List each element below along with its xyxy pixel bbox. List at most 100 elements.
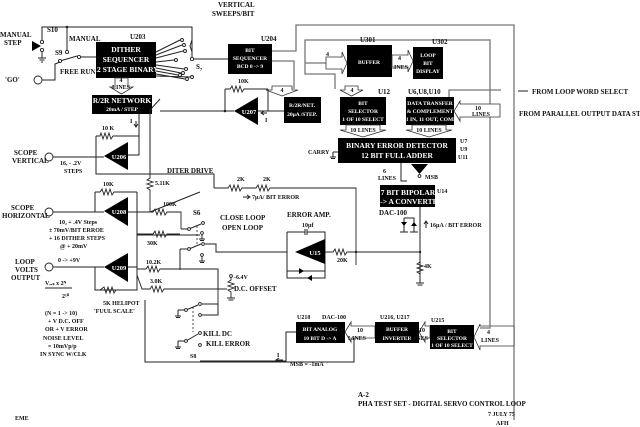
s10-contact-2[interactable] [39,47,45,53]
parallel-output-bus [453,99,501,123]
bus-lines-label: LINES [378,176,397,182]
s9-contact-manual[interactable] [64,49,70,55]
current-arrow-icon [243,194,251,200]
bit-selector-u12-block [340,97,386,125]
u203-line2: SEQUENCER [103,55,150,64]
r2r2-line1: R/2R/NET. [289,103,316,109]
loop-volts-label-1: LOOP [15,258,36,266]
open-loop-label: OPEN LOOP [222,224,264,232]
drawing-author: AFH [496,421,509,427]
scope-vertical-terminal[interactable] [44,152,54,162]
scope-horizontal-terminal[interactable] [44,207,54,217]
u207-amplifier [234,97,258,125]
u215-input-wire [480,160,491,329]
detector-line2: 12 BIT FULL ADDER [361,151,433,160]
dc-offset-supply-node [229,274,233,278]
r2r-network-block [92,95,152,114]
manual-step-pushbutton-icon[interactable] [32,41,41,51]
u215-line1: BIT [447,329,457,335]
u12-ref: U12 [378,88,391,96]
u204-ref: U204 [261,35,277,43]
loop-volts-output-terminal[interactable] [44,262,54,272]
u204-line2: SEQUENCER [233,56,268,62]
loop-volts-label-2: VOLTS [15,266,38,274]
u218-line2: 10 BIT D -> A [304,336,337,342]
diode-icon [401,222,407,226]
u216-ref: U216, U217 [380,315,410,321]
carry-label: CARRY [308,150,330,156]
bit-analog-dac-block [296,322,345,343]
formula-denominator: 2¹⁰ [62,293,70,300]
s9-contact-freerun[interactable] [76,54,82,60]
close-loop-label: CLOSE LOOP [220,214,266,222]
go-input-terminal[interactable] [33,75,43,85]
s7-contact[interactable] [189,56,195,62]
u14-line1: 7 BIT BIPOLAR [381,188,436,197]
manual-label: MANUAL [69,35,101,43]
bus-count-label: 4 [487,330,490,336]
horiz-note-4: @ + 20mV [60,244,88,250]
s6-close-open-switch[interactable] [180,221,205,263]
u216-line2: INVERTER [383,336,413,342]
bus-lines-label: LINES [390,65,409,71]
u203-line3: 12 STAGE BINARY [93,65,159,74]
junction-dot [65,25,69,29]
u15-label: U15 [309,250,321,257]
buffer-block [347,45,392,77]
u216-line1: BUFFER [386,327,409,333]
r2r-net2-block [284,97,321,123]
range-label: 0 -> +9V [58,258,81,264]
buffer-loop-wire [304,39,491,160]
bus-count-label: 10 [419,328,425,334]
u9-ref: U9 [460,147,467,153]
current-i-label: I [130,119,133,125]
u301-ref: U301 [360,36,376,44]
resistor-10-2k [137,264,180,274]
current-arrow-icon [260,110,267,116]
bus-count-label: 10 [357,328,363,334]
footer-mark: EME [15,416,29,422]
noise-label-2: = 10mVp/p [48,344,77,350]
u12-line3: 1 OF 10 SELECT [342,117,384,123]
loop-volts-label-3: OUTPUT [11,274,41,282]
kill-error-label: KILL ERROR [206,340,251,348]
r2r2-line2: 20µA /STEP. [287,112,317,118]
bus-lines-label: LINES [410,336,429,342]
scope-horizontal-label: SCOPE [11,204,35,212]
s9-label: S9 [55,49,63,57]
resistor-2k-pair [214,183,357,265]
s8-kill-switch[interactable] [175,302,219,349]
go-label: 'GO' [5,76,20,84]
u207-label: U207 [242,109,257,116]
error-amp-capacitor [286,229,326,279]
bus-lines-label: LINES [112,85,131,91]
bus-count-label: 4 [351,88,354,94]
s7-label: S7 [196,63,203,72]
top-rail-wire [41,26,193,50]
s10-contact[interactable] [39,39,45,45]
current-i-label-3: I [277,353,280,359]
diode-icon [299,268,304,274]
u204-line1: BIT [245,48,255,54]
r10k-c-label: 10K [103,182,114,188]
buffer-inverter-block [375,322,419,343]
note-n: (N = 1 -> 10) [45,310,77,317]
dc-offset-label: D.C. OFFSET [234,285,277,293]
bit-error-7-label: 7µA/ BIT ERROR [252,195,300,201]
u218-dac100-label: DAC-100 [322,315,346,321]
scope-vertical-label-2: VERTICAL [12,157,49,165]
helipot-label-1: 5K HELIPOT [103,301,140,307]
u15-error-amplifier [295,239,325,264]
vertical-sweeps-rotary-switch[interactable] [155,38,194,81]
u12-to-detector-bus [339,124,387,138]
data-transfer-block [406,97,454,125]
capacitor-label: 10µf [302,223,314,229]
resistor-10k-u208 [95,187,137,197]
go-wire [42,61,61,81]
u14-dac100-label: DAC-100 [379,209,407,217]
u204-to-r2r2-bus-arrow [265,85,299,97]
msb-label: MSB [425,175,438,181]
kill-dc-label: KILL DC [203,330,232,338]
s8-label: S8 [190,354,196,360]
